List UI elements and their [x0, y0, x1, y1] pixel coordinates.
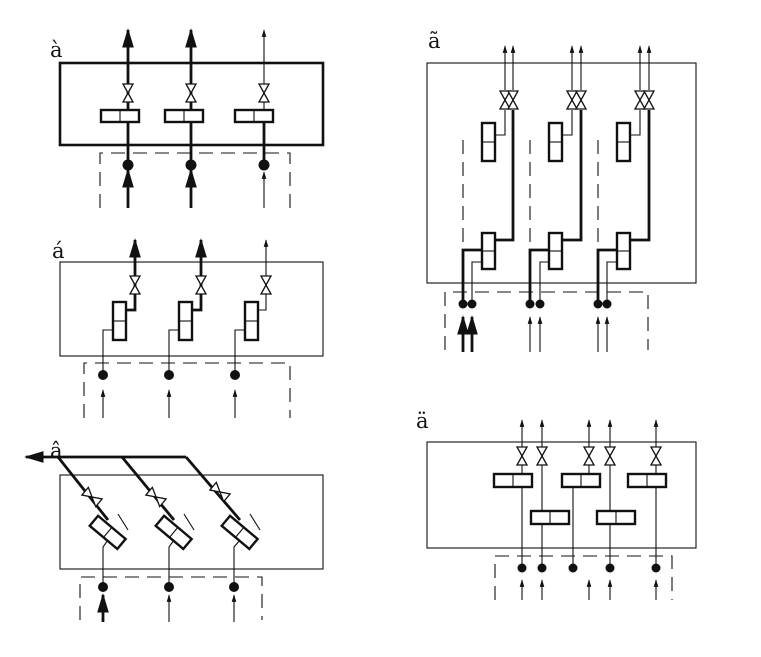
panel-a-branch [163, 28, 205, 208]
panel-c-enclosure [59, 474, 324, 570]
panel-d-supply-outline [444, 291, 649, 350]
panel-d-enclosure [426, 62, 697, 284]
panel-c-branch [56, 456, 129, 622]
panel-d-branch [457, 45, 519, 352]
panel-e-branch [516, 419, 528, 600]
panel-b-supply-outline [83, 362, 291, 418]
panel-b-branch [230, 239, 272, 418]
panel-e-branch [650, 419, 662, 600]
panel-e-branch [604, 419, 616, 600]
panel-c-branch [120, 456, 195, 622]
panel-c: â [24, 439, 324, 622]
panel-e-branch [568, 419, 595, 600]
panel-d: ã [426, 29, 697, 352]
panel-c-supply-outline [79, 576, 263, 620]
panel-b: á [52, 238, 324, 418]
panel-a: à [50, 28, 325, 208]
panel-b-branch [164, 238, 207, 418]
panel-a-label: à [50, 38, 63, 62]
panel-a-branch [99, 28, 141, 208]
panel-d-branch [593, 45, 655, 352]
panel-e-label: ä [416, 409, 429, 433]
panel-e-branch [536, 419, 548, 600]
panel-c-branch [184, 456, 261, 622]
panel-d-label: ã [428, 29, 441, 53]
panel-e-supply-outline [494, 555, 673, 600]
panel-e-enclosure [426, 441, 697, 549]
panel-e: ä [416, 409, 697, 600]
panel-b-branch [98, 238, 141, 418]
panel-d-inner-guides [462, 140, 599, 290]
panel-b-label: á [52, 239, 65, 263]
panel-a-supply-outline [99, 152, 291, 208]
panel-d-branch [525, 45, 587, 352]
panel-b-enclosure [59, 261, 324, 357]
panel-a-branch [233, 29, 275, 208]
